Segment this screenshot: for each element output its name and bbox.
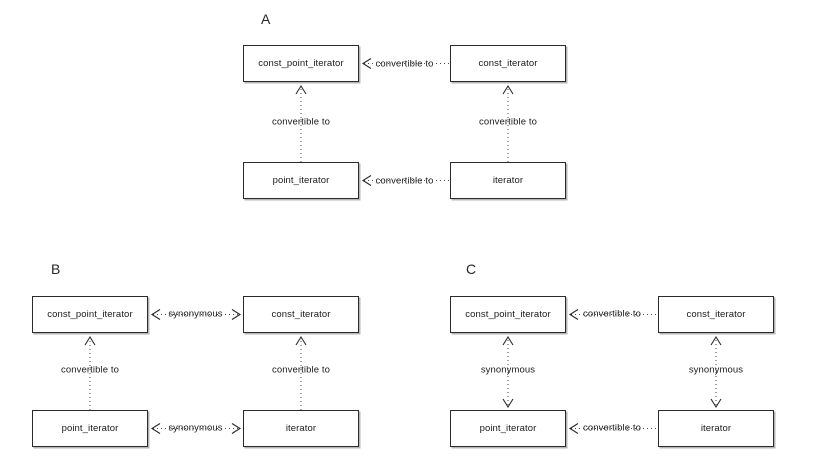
panel-b-edge-label-bottom-horizontal: synonymous — [166, 422, 225, 434]
node-label: iterator — [285, 423, 317, 434]
panel-a-edge-label-top-horizontal: convertible to — [373, 58, 436, 70]
panel-label-c: C — [466, 261, 477, 277]
node-label: const_point_iterator — [47, 309, 133, 320]
panel-a-edge-label-left-vertical: convertible to — [270, 116, 332, 128]
panel-c-edge-label-right-vertical: synonymous — [686, 364, 746, 376]
panel-c-node-iterator: iterator — [658, 410, 774, 447]
node-label: point_iterator — [479, 423, 537, 434]
panel-a-node-point-iterator: point_iterator — [243, 162, 359, 199]
node-label: const_iterator — [478, 58, 538, 69]
panel-a-node-iterator: iterator — [450, 162, 566, 199]
node-label: const_point_iterator — [258, 58, 344, 69]
panel-b-node-const-point-iterator: const_point_iterator — [32, 296, 148, 333]
panel-c-node-const-iterator: const_iterator — [658, 296, 774, 333]
panel-c-node-point-iterator: point_iterator — [450, 410, 566, 447]
panel-b-node-const-iterator: const_iterator — [243, 296, 359, 333]
panel-b-edge-label-left-vertical: convertible to — [59, 364, 121, 376]
node-label: const_point_iterator — [465, 309, 551, 320]
node-label: const_iterator — [686, 309, 746, 320]
panel-a-node-const-iterator: const_iterator — [450, 45, 566, 82]
panel-c-node-const-point-iterator: const_point_iterator — [450, 296, 566, 333]
node-label: const_iterator — [271, 309, 331, 320]
panel-c-edge-label-left-vertical: synonymous — [478, 364, 538, 376]
node-label: iterator — [700, 423, 732, 434]
panel-a-edge-label-right-vertical: convertible to — [477, 116, 539, 128]
panel-label-a: A — [261, 11, 271, 27]
panel-b-edge-label-right-vertical: convertible to — [270, 364, 332, 376]
panel-b-edge-label-top-horizontal: synonymous — [166, 308, 225, 320]
panel-label-b: B — [51, 261, 61, 277]
panel-b-node-iterator: iterator — [243, 410, 359, 447]
panel-c-edge-label-bottom-horizontal: convertible to — [581, 422, 643, 434]
panel-a-node-const-point-iterator: const_point_iterator — [243, 45, 359, 82]
node-label: point_iterator — [272, 175, 330, 186]
node-label: point_iterator — [61, 423, 119, 434]
panel-c-edge-label-top-horizontal: convertible to — [581, 308, 643, 320]
node-label: iterator — [492, 175, 524, 186]
panel-b-node-point-iterator: point_iterator — [32, 410, 148, 447]
panel-a-edge-label-bottom-horizontal: convertible to — [373, 175, 436, 187]
